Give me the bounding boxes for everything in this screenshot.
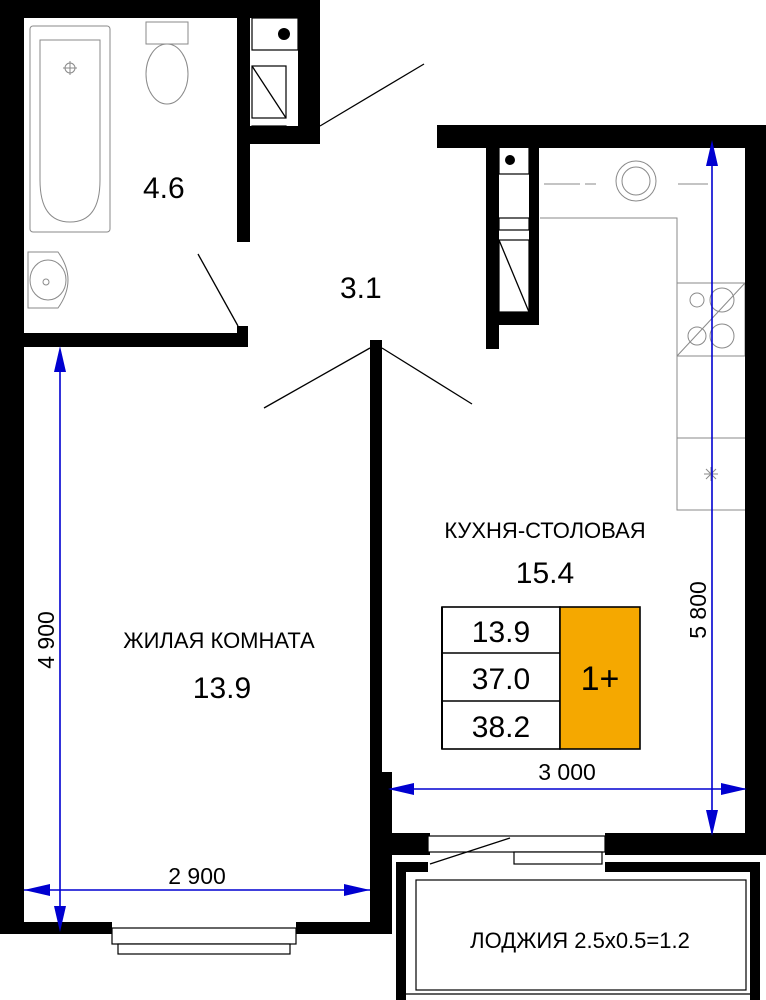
- hall-area: 3.1: [340, 272, 382, 305]
- living-area: 13.9: [193, 672, 251, 705]
- bathroom-utility-shaft: [251, 17, 299, 137]
- summary-living-area: 13.9: [472, 616, 530, 649]
- kitchen-utility-shaft: [498, 145, 530, 313]
- toilet: [145, 21, 189, 105]
- rooms-badge-label: 1+: [581, 660, 620, 698]
- living-label: ЖИЛАЯ КОМНАТА: [123, 628, 315, 653]
- summary-total-area: 37.0: [472, 663, 530, 696]
- rooms-badge: [559, 606, 641, 750]
- kitchen-width-dimension: 3 000: [538, 759, 596, 785]
- kitchen-height-dimension: 5 800: [685, 581, 711, 639]
- kitchen-sink: [544, 160, 708, 202]
- kitchen-area: 15.4: [516, 557, 574, 590]
- windows: [111, 835, 752, 995]
- summary-total-with-loggia: 38.2: [472, 711, 530, 744]
- washbasin: [27, 251, 69, 309]
- living-width-dimension: 2 900: [168, 863, 226, 889]
- bathroom-area: 4.6: [143, 172, 185, 205]
- dimension-lines: [24, 140, 747, 932]
- bathtub: [29, 25, 111, 233]
- kitchen-counter: [540, 217, 746, 511]
- door-swings: [197, 63, 473, 409]
- area-summary-table: [441, 606, 641, 750]
- living-height-dimension: 4 900: [33, 611, 59, 669]
- loggia-label: ЛОДЖИЯ 2.5х0.5=1.2: [470, 928, 690, 953]
- kitchen-label: КУХНЯ-СТОЛОВАЯ: [444, 518, 645, 543]
